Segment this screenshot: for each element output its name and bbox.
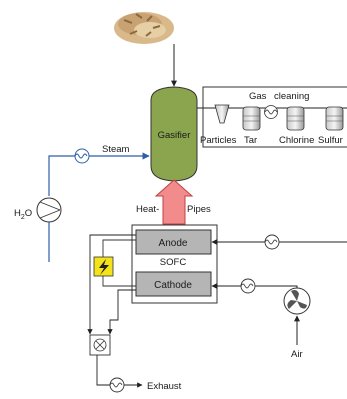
gasifier-vessel [150,86,198,182]
gas-label: Gas [249,91,267,102]
air-cathode-line [211,283,298,289]
heat-exchanger-icon [264,234,280,250]
particles-label: Particles [200,135,237,146]
compressor-fan-icon [283,287,311,315]
chlorine-label: Chlorine [279,135,314,146]
air-label: Air [291,349,303,360]
anode-label: Anode [159,238,188,249]
biomass-pile-icon [114,12,174,44]
cathode-label: Cathode [154,280,192,291]
cyclone-icon [214,104,230,124]
heat-exchanger-icon [109,377,125,393]
pump-icon [36,197,62,223]
cathode-offgas-line [107,289,136,335]
chlorine-filter-icon [286,106,305,131]
heat-exchanger-icon [264,105,278,119]
sulfur-label: Sulfur [318,135,343,146]
heat-exchanger-icon [74,148,90,164]
steam-line [48,152,150,196]
tar-label: Tar [244,135,257,146]
steam-label: Steam [102,144,130,155]
anode-offgas-line [87,234,136,335]
tar-filter-icon [242,106,261,131]
mixer-icon [89,334,111,356]
gasifier-label: Gasifier [158,130,191,141]
heat-pipes-arrow [154,179,194,225]
sofc-label: SOFC [160,257,187,268]
sulfur-filter-icon [325,106,344,131]
anode-block [135,229,212,255]
exhaust-line [96,355,110,386]
heat-exchanger-icon [240,278,256,294]
water-label: H2O [14,208,32,221]
electrical-load-icon [93,256,114,277]
cleaning-label: cleaning [274,91,309,102]
exhaust-label: Exhaust [147,381,182,392]
load-anode-wire [102,239,136,257]
load-cathode-wire [102,276,136,287]
pipes-label: Pipes [187,204,211,215]
heat-label: Heat- [136,204,159,215]
cathode-block [135,271,212,297]
